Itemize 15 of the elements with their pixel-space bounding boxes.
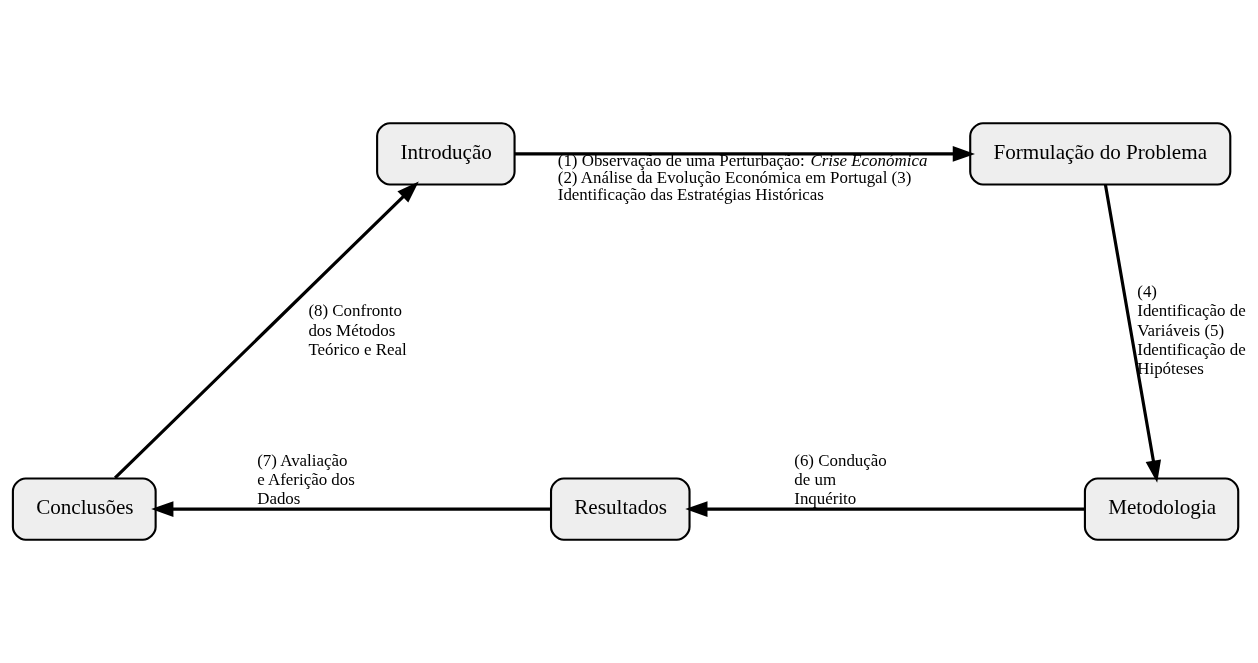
edge-label: (8) Confronto dos Métodos Teórico e Real xyxy=(308,301,407,359)
arrow xyxy=(114,181,419,480)
node-box: Resultados xyxy=(549,477,691,541)
arrow xyxy=(151,501,551,517)
edge-label: (6) Condução de um Inquérito xyxy=(794,450,887,508)
arrow xyxy=(685,501,1085,517)
edge-label: (7) Avaliação e Aferição dos Dados xyxy=(257,450,355,508)
arrow xyxy=(1103,184,1162,483)
node-box: Conclusões xyxy=(11,477,157,541)
node-box: Metodologia xyxy=(1083,477,1240,541)
arrow xyxy=(514,146,975,162)
edge-label: (1) Observação de uma Perturbação: Crise Económica (2) Análise da Evolução Económica em Portugal (3) Identificação das Estratégias Históricas xyxy=(557,151,928,205)
node-box: Formulação do Problema xyxy=(969,122,1232,186)
edge-label: (4) Identificação de Variáveis (5) Identificação de Hipóteses xyxy=(1137,282,1246,378)
node-box: Introdução xyxy=(376,122,516,186)
